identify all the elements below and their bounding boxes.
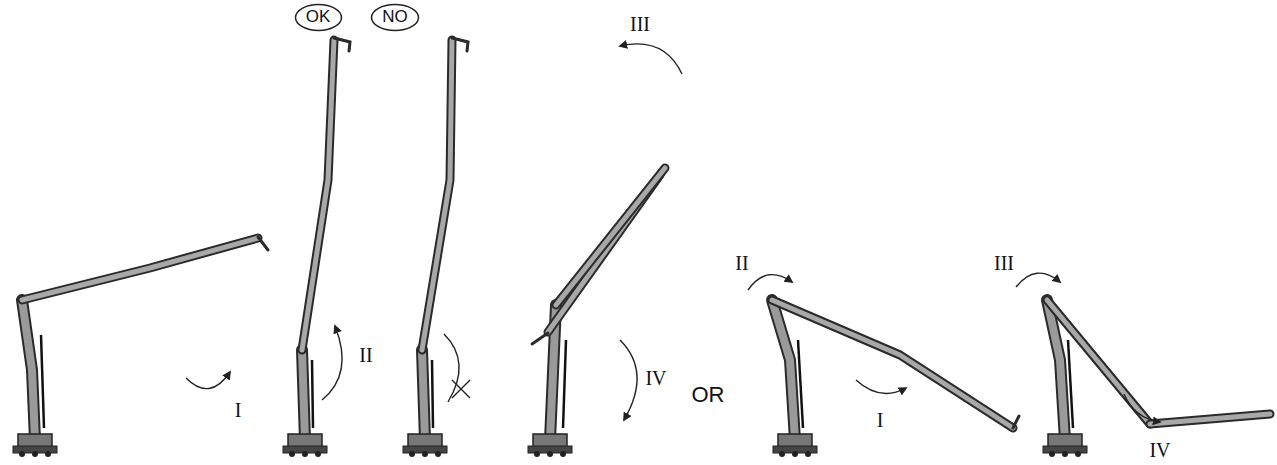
crane-boom — [302, 40, 334, 350]
hydraulic-cylinder — [1068, 340, 1073, 428]
boom-hook — [334, 38, 350, 51]
hydraulic-cylinder — [798, 340, 803, 428]
step-number: II — [735, 253, 748, 273]
status-ellipse: NO — [370, 3, 420, 32]
step-number: IV — [1149, 440, 1170, 460]
step-number: III — [630, 14, 650, 34]
step-number: I — [235, 400, 242, 420]
rotation-arrow — [444, 334, 459, 402]
crane — [283, 38, 350, 457]
crane — [403, 38, 470, 457]
crane-boom — [1150, 414, 1270, 424]
step-number: IV — [645, 368, 666, 388]
crane-base — [1043, 434, 1087, 457]
crane-boom — [302, 40, 334, 350]
rotation-arrow — [748, 275, 792, 290]
crane-column — [22, 300, 35, 440]
crane — [1016, 273, 1270, 457]
alternative-note: OR — [692, 384, 725, 406]
crane-boom — [556, 168, 665, 305]
rotation-arrow — [620, 44, 682, 74]
rotation-arrow — [1016, 273, 1060, 287]
boom-hook — [1013, 416, 1019, 428]
crane-boom — [772, 300, 1013, 428]
rotation-arrow — [620, 340, 637, 420]
crane-boom — [556, 168, 665, 305]
crane-boom — [772, 300, 1013, 428]
crane-boom — [1150, 414, 1270, 424]
crane-boom — [422, 40, 452, 350]
rotation-arrow — [322, 326, 342, 400]
rotation-arrow — [856, 380, 906, 393]
crane-boom — [1047, 300, 1150, 424]
boom-hook — [532, 333, 548, 344]
crane-base — [403, 434, 447, 457]
step-number: I — [877, 410, 884, 430]
node-text: OK — [294, 7, 343, 27]
crane-column — [22, 300, 35, 440]
hydraulic-cylinder — [41, 335, 44, 428]
crane-column — [772, 300, 795, 440]
crane — [748, 275, 1019, 457]
hydraulic-cylinder — [432, 360, 433, 428]
crane-column — [302, 350, 305, 440]
crane-base — [283, 434, 327, 457]
crane-column — [772, 300, 795, 440]
crane-boom — [22, 238, 258, 300]
crane-column — [302, 350, 305, 440]
crane-column — [422, 350, 425, 440]
boom-hook — [258, 237, 268, 250]
hydraulic-cylinder — [563, 340, 566, 428]
boom-hook — [452, 38, 468, 51]
crane-boom — [1047, 300, 1150, 424]
forbidden-cross — [452, 380, 470, 398]
crane — [13, 237, 268, 457]
crane-base — [528, 434, 572, 457]
step-number: II — [359, 345, 372, 365]
step-number: III — [994, 253, 1014, 273]
node-text: NO — [370, 7, 420, 27]
rotation-arrow — [186, 372, 230, 389]
crane-boom — [22, 238, 258, 300]
crane — [528, 44, 682, 457]
crane-column — [422, 350, 425, 440]
hydraulic-cylinder — [312, 360, 313, 428]
status-ellipse: OK — [294, 3, 343, 32]
crane-base — [773, 434, 817, 457]
rotation-arrow — [1124, 394, 1160, 422]
crane-base — [13, 434, 57, 457]
crane-boom — [422, 40, 452, 350]
